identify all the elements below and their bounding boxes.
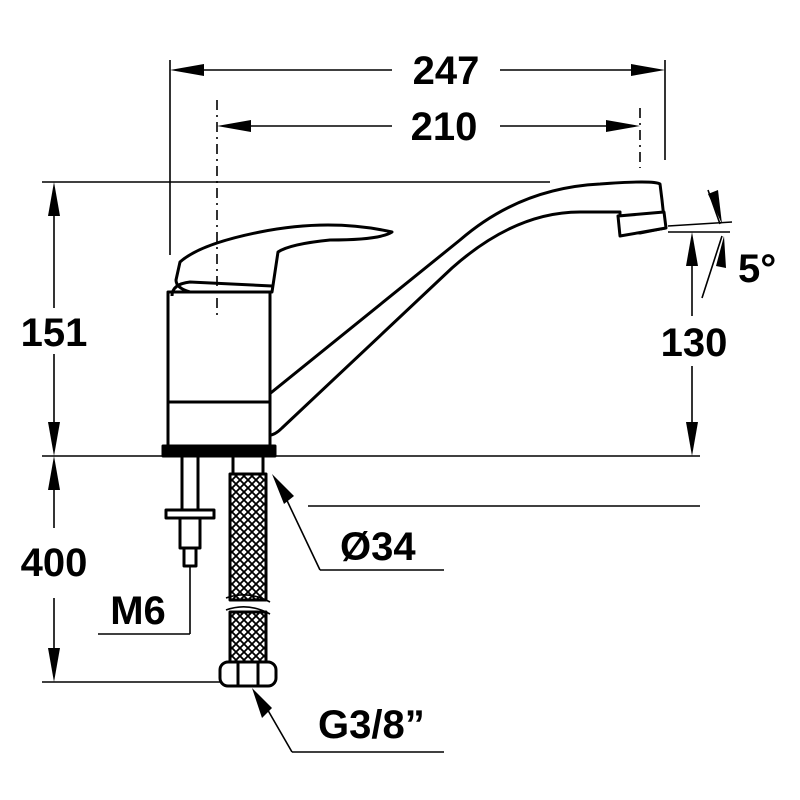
stud-nut: [178, 516, 202, 550]
lever-cap: [170, 280, 273, 297]
dim-spout-angle: 5°: [667, 189, 776, 299]
dim-label-m6: M6: [110, 589, 166, 633]
dim-label-g3-8: G3/8”: [318, 703, 425, 747]
lever-handle: [174, 223, 394, 294]
dim-base-diameter: Ø34: [272, 474, 700, 571]
faucet-outline: [161, 180, 668, 688]
dim-total-height: 151: [12, 181, 700, 457]
dim-label-210: 210: [411, 105, 478, 149]
dim-overall-width: 247: [169, 49, 666, 255]
dim-hose-thread: G3/8”: [252, 688, 444, 753]
faucet-body: [166, 290, 272, 448]
hose-fitting-top: [231, 454, 265, 476]
dim-spout-reach: 210: [217, 105, 640, 149]
mounting-stud: [180, 454, 200, 518]
braided-hose-upper: [228, 472, 268, 602]
dim-label-5deg: 5°: [738, 247, 776, 291]
spout: [260, 180, 667, 437]
dim-label-diameter-34: Ø34: [340, 525, 416, 569]
dim-hose-length: 400: [21, 456, 220, 683]
dim-label-151: 151: [21, 311, 88, 355]
stud-tip: [182, 546, 198, 568]
dim-label-400: 400: [21, 541, 88, 585]
braided-hose-lower: [228, 610, 268, 664]
dim-spout-height: 130: [661, 231, 730, 456]
dim-label-130: 130: [661, 321, 728, 365]
dim-label-247: 247: [413, 49, 480, 93]
dim-stud-thread: M6: [98, 566, 191, 635]
aerator: [616, 210, 668, 238]
hose-nut: [218, 660, 278, 688]
